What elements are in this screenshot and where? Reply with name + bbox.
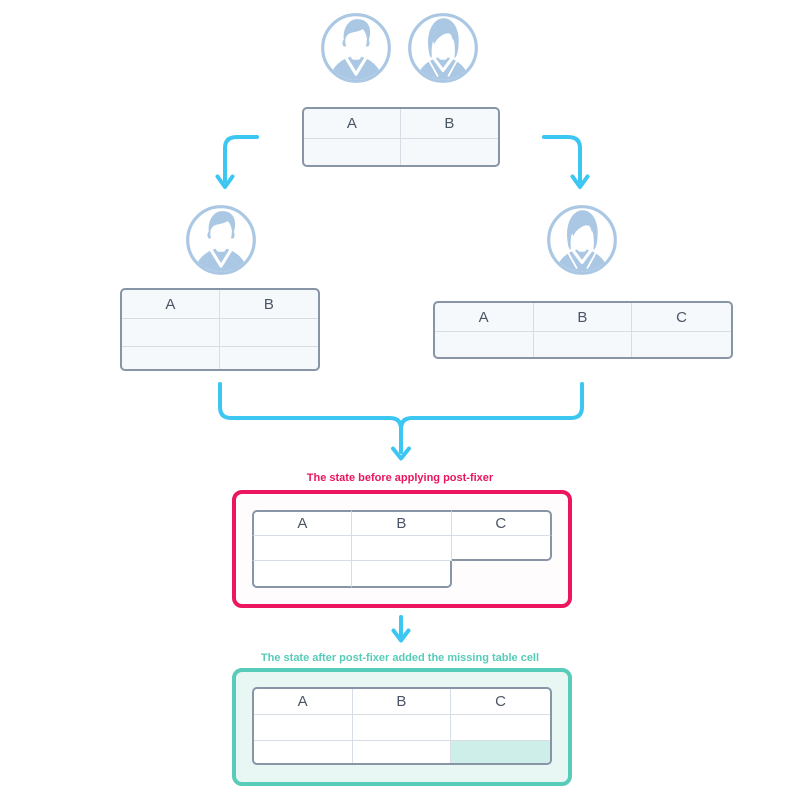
column-header: A [254, 689, 353, 715]
table-cell [122, 319, 220, 347]
after-state-label: The state after post-fixer added the mis… [260, 652, 540, 664]
male-user-avatar-icon [320, 12, 392, 84]
arrow-down-left-icon [215, 135, 259, 189]
user2-table: A B C [433, 301, 733, 359]
column-header: A [122, 290, 220, 319]
before-state-box: A B C [232, 490, 572, 608]
arrow-down-right-icon [542, 135, 590, 189]
male-user-avatar-icon [185, 204, 257, 276]
origin-table: A B [302, 107, 500, 167]
table-cell [352, 715, 452, 741]
before-state-label: The state before applying post-fixer [306, 472, 494, 484]
table-cell [451, 715, 550, 741]
column-header: A [252, 510, 352, 536]
table-cell [435, 332, 534, 357]
after-state-box: A B C [232, 668, 572, 786]
table-cell [304, 139, 401, 165]
column-header: C [451, 689, 550, 715]
table-cell [220, 347, 318, 369]
table-cell [252, 536, 352, 561]
table-cell [452, 536, 552, 561]
user1-table: A B [120, 288, 320, 371]
table-cell [220, 319, 318, 347]
column-header: C [452, 510, 552, 536]
column-header: A [435, 303, 534, 332]
table-cell [632, 332, 731, 357]
table-cell [254, 715, 353, 741]
column-header: A [304, 109, 401, 139]
table-cell [122, 347, 220, 369]
female-user-avatar-icon [546, 204, 618, 276]
column-header: B [352, 689, 452, 715]
arrow-down-icon [391, 615, 411, 643]
column-header: B [401, 109, 498, 139]
table-cell [352, 536, 452, 561]
table-cell [534, 332, 633, 357]
table-cell [254, 741, 353, 763]
before-table: A B C [252, 510, 552, 588]
merge-bracket-arrow-icon [218, 382, 584, 461]
table-cell [353, 741, 452, 763]
added-table-cell [451, 741, 550, 763]
column-header: C [632, 303, 731, 332]
table-cell-missing-neighbor [352, 561, 452, 588]
table-cell [252, 561, 352, 588]
table-cell [401, 139, 498, 165]
column-header: B [352, 510, 452, 536]
column-header: B [533, 303, 633, 332]
female-user-avatar-icon [407, 12, 479, 84]
after-table: A B C [252, 687, 552, 765]
column-header: B [220, 290, 318, 319]
